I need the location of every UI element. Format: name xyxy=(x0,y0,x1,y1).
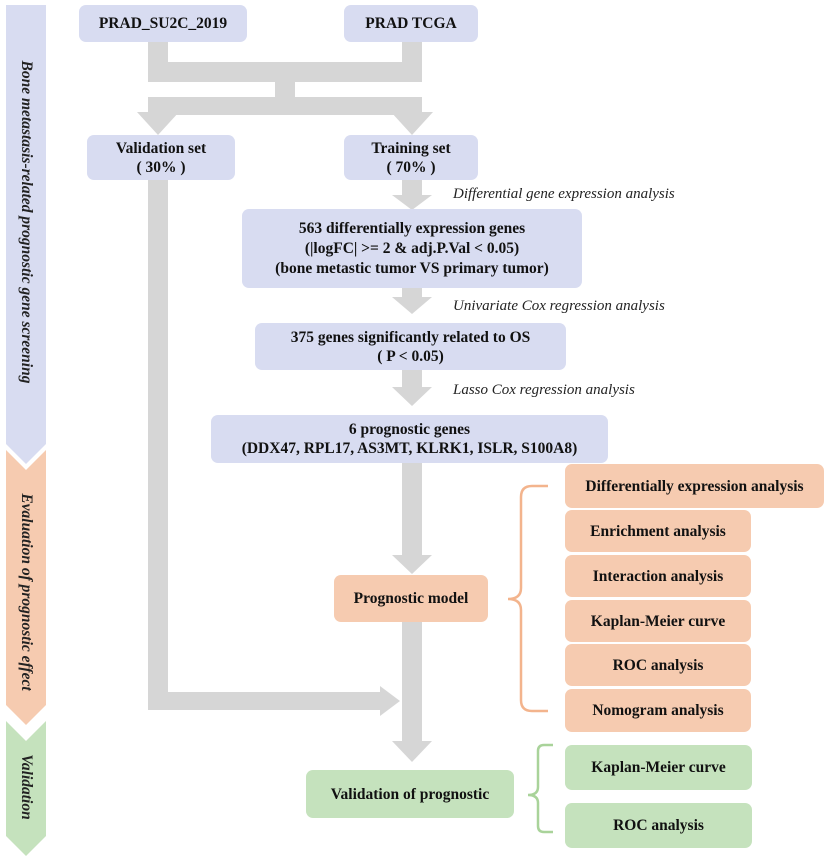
phase-arrow-validation xyxy=(6,721,46,856)
arrow-genes-to-model xyxy=(392,555,432,574)
validation-roc: ROC analysis xyxy=(565,803,752,848)
stem-training-to-deg xyxy=(402,180,422,198)
validation-brace xyxy=(527,743,553,834)
arrow-to-training-set xyxy=(391,112,433,135)
annotation-differential-expression: Differential gene expression analysis xyxy=(453,186,675,202)
evaluation-interaction: Interaction analysis xyxy=(565,555,751,597)
source-dataset-tcga: PRAD TCGA xyxy=(344,5,478,42)
stem-os-to-genes xyxy=(402,370,422,390)
split-bar xyxy=(148,97,422,115)
validation-path-vertical xyxy=(148,180,168,710)
phase-arrow-screening xyxy=(6,5,46,464)
validation-path-horizontal xyxy=(148,692,383,710)
arrow-os-to-genes xyxy=(392,387,432,406)
evaluation-roc: ROC analysis xyxy=(565,644,751,686)
os-related-genes-box: 375 genes significantly related to OS ( … xyxy=(255,323,566,370)
arrow-model-to-validation xyxy=(392,741,432,762)
evaluation-brace xyxy=(507,484,548,713)
annotation-lasso-cox: Lasso Cox regression analysis xyxy=(453,382,635,398)
annotation-univariate-cox: Univariate Cox regression analysis xyxy=(453,298,665,314)
prognostic-model-box: Prognostic model xyxy=(334,575,488,622)
evaluation-differential-expression: Differentially expression analysis xyxy=(565,464,824,508)
phase-arrow-evaluation xyxy=(6,450,46,725)
stem-genes-to-model xyxy=(402,463,422,558)
merge-center-stem xyxy=(275,80,295,100)
merge-bar-top xyxy=(148,62,422,82)
source-dataset-su2c: PRAD_SU2C_2019 xyxy=(79,5,247,42)
training-set-box: Training set ( 70% ) xyxy=(344,135,478,180)
evaluation-enrichment: Enrichment analysis xyxy=(565,510,751,552)
arrow-to-validation-set xyxy=(137,112,179,135)
evaluation-kaplan-meier: Kaplan-Meier curve xyxy=(565,600,751,642)
validation-set-box: Validation set ( 30% ) xyxy=(87,135,235,180)
stem-model-to-validation xyxy=(402,622,422,744)
arrow-deg-to-os xyxy=(392,297,432,314)
validation-kaplan-meier: Kaplan-Meier curve xyxy=(565,745,752,790)
validation-of-prognostic-box: Validation of prognostic xyxy=(306,770,514,818)
evaluation-nomogram: Nomogram analysis xyxy=(565,689,751,732)
deg-box: 563 differentially expression genes (|lo… xyxy=(242,209,582,288)
prognostic-genes-box: 6 prognostic genes (DDX47, RPL17, AS3MT,… xyxy=(211,415,608,463)
arrow-training-to-deg xyxy=(392,195,432,210)
arrow-validation-into-main xyxy=(380,686,400,716)
